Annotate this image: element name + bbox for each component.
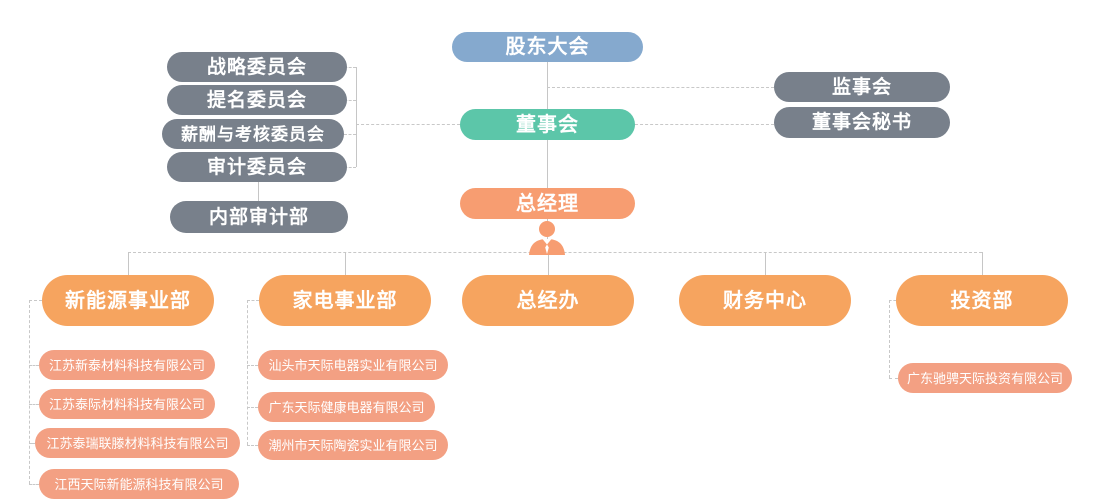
node-subsidiary: 江苏新泰材料科技有限公司 (39, 350, 215, 380)
node-subsidiary: 汕头市天际电器实业有限公司 (258, 350, 448, 380)
node-supervisory-board: 监事会 (774, 72, 950, 102)
connector (345, 252, 346, 275)
connector (258, 182, 259, 201)
node-remuneration-committee: 薪酬与考核委员会 (162, 119, 344, 149)
person-icon (529, 221, 565, 255)
node-subsidiary: 江苏泰瑞联滕材料科技有限公司 (35, 428, 240, 458)
connector (247, 407, 258, 408)
node-subsidiary: 江西天际新能源科技有限公司 (39, 469, 239, 499)
connector (344, 134, 356, 135)
node-audit-committee: 审计委员会 (167, 152, 347, 182)
node-nomination-committee: 提名委员会 (167, 85, 347, 115)
connector (247, 300, 248, 445)
node-investment-dept: 投资部 (896, 275, 1068, 326)
node-subsidiary: 潮州市天际陶瓷实业有限公司 (258, 430, 448, 460)
connector (247, 365, 258, 366)
connector (29, 365, 39, 366)
connector (29, 404, 39, 405)
node-subsidiary: 广东驰骋天际投资有限公司 (898, 363, 1072, 393)
connector (247, 445, 258, 446)
connector (340, 67, 356, 68)
node-subsidiary: 江苏泰际材料科技有限公司 (39, 389, 215, 419)
connector (340, 100, 356, 101)
node-internal-audit-dept: 内部审计部 (170, 201, 348, 233)
connector (356, 124, 460, 125)
node-finance-center: 财务中心 (679, 275, 851, 326)
connector (982, 252, 983, 275)
connector (889, 378, 898, 379)
connector (547, 140, 548, 188)
node-home-appliance-division: 家电事业部 (259, 275, 431, 326)
node-board-secretary: 董事会秘书 (774, 107, 950, 138)
connector (340, 167, 356, 168)
connector (128, 252, 129, 275)
connector (548, 252, 549, 275)
connector (247, 300, 259, 301)
connector (547, 62, 548, 109)
node-new-energy-division: 新能源事业部 (42, 275, 214, 326)
node-shareholders-meeting: 股东大会 (452, 32, 643, 62)
connector (29, 484, 39, 485)
node-gm-office: 总经办 (462, 275, 634, 326)
connector (29, 443, 35, 444)
node-strategy-committee: 战略委员会 (167, 52, 347, 82)
connector (889, 300, 896, 301)
connector (889, 300, 890, 378)
node-general-manager: 总经理 (460, 188, 635, 219)
connector (356, 67, 357, 167)
connector (29, 300, 42, 301)
connector (29, 300, 30, 484)
connector (765, 252, 766, 275)
node-board-of-directors: 董事会 (460, 109, 635, 140)
connector (635, 124, 774, 125)
connector (547, 87, 774, 88)
node-subsidiary: 广东天际健康电器有限公司 (258, 392, 435, 422)
